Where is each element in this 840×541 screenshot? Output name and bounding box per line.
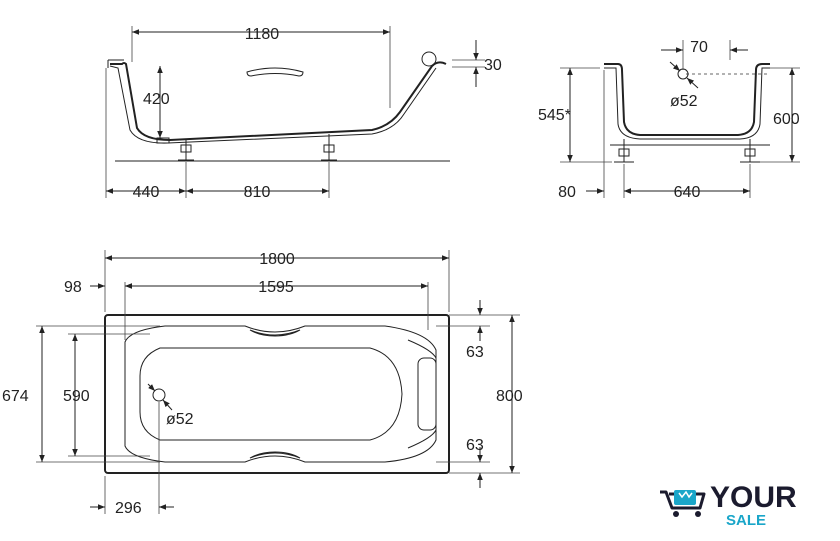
dim-top-1800: 1800 (259, 251, 295, 268)
dim-top-674: 674 (2, 388, 29, 405)
dim-top-800: 800 (496, 388, 523, 405)
top-view: 1800 98 1595 800 674 590 63 63 ø52 296 (2, 250, 523, 517)
dim-end-545: 545* (538, 107, 571, 124)
top-basin-outline (124, 325, 437, 463)
dim-top-1595: 1595 (258, 279, 294, 296)
dim-side-30: 30 (484, 57, 502, 74)
overflow-circle (421, 51, 437, 67)
dim-side-420: 420 (143, 91, 170, 108)
side-view: 1180 30 420 440 810 (105, 26, 502, 201)
end-tub-outline (604, 63, 770, 136)
logo-word-sale: SALE (726, 512, 766, 529)
top-headrest (417, 357, 437, 431)
top-basin-inner (139, 347, 403, 441)
end-view: 70 ø52 545* 600 80 640 (538, 39, 800, 201)
dim-side-1180: 1180 (245, 26, 280, 43)
yoursale-logo: YOUR SALE (660, 481, 797, 529)
logo-word-your: YOUR (710, 481, 797, 514)
dim-side-810: 810 (244, 184, 271, 201)
top-outer-rect (104, 314, 450, 474)
top-drain-circle (152, 388, 166, 402)
dim-top-590: 590 (63, 388, 90, 405)
dim-top-63-upper: 63 (466, 344, 484, 361)
dim-end-600: 600 (773, 111, 800, 128)
dim-side-440: 440 (133, 184, 160, 201)
dim-end-640: 640 (674, 184, 701, 201)
end-legs (610, 139, 770, 163)
side-handle (246, 67, 304, 77)
dim-top-63-lower: 63 (466, 437, 484, 454)
dim-top-dia52: ø52 (166, 411, 194, 428)
top-handle-lower (249, 451, 301, 459)
dim-end-70: 70 (690, 39, 708, 56)
top-handle-upper (249, 329, 301, 337)
side-legs (156, 134, 337, 161)
dim-top-296: 296 (115, 500, 142, 517)
dim-end-dia52: ø52 (670, 93, 698, 110)
shopping-cart-icon (660, 490, 706, 517)
dim-end-80: 80 (558, 184, 576, 201)
dim-top-98: 98 (64, 279, 82, 296)
